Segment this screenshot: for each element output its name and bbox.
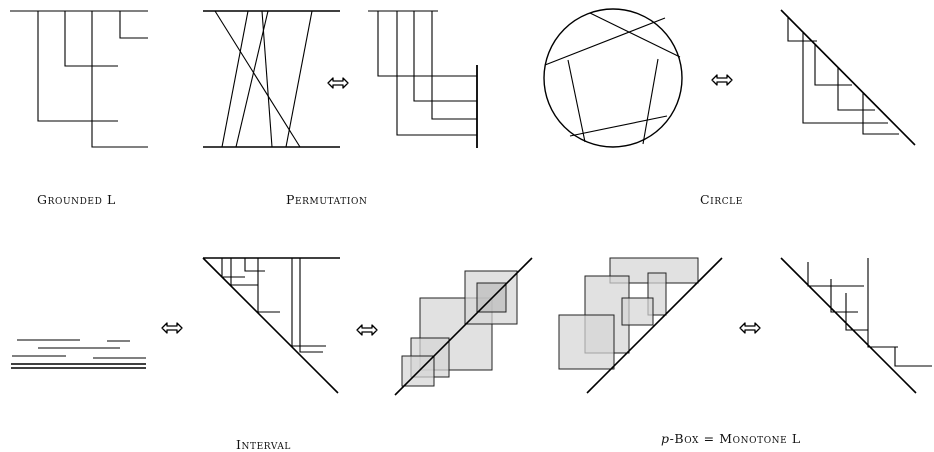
caption-circle: Circle <box>700 192 743 207</box>
equivalence-arrow-icon <box>161 322 183 334</box>
caption-pbox-monotone-l: p-Box = Monotone L <box>661 431 801 446</box>
caption-pbox-variable: p <box>661 431 670 446</box>
caption-interval-text: Interval <box>236 437 292 452</box>
permutation-figure <box>203 10 340 148</box>
interval-box-figure <box>394 257 533 396</box>
pbox-figure <box>558 257 723 394</box>
caption-grounded-l: Grounded L <box>37 192 116 207</box>
caption-interval: Interval <box>236 437 291 452</box>
equivalence-arrow-icon <box>739 322 761 334</box>
equivalence-arrow-icon <box>327 77 349 89</box>
caption-grounded-l-text: Grounded L <box>37 192 116 207</box>
monotone-l-figure <box>780 257 932 394</box>
caption-permutation-text: Permutation <box>286 192 368 207</box>
caption-circle-text: Circle <box>700 192 743 207</box>
circle-l-figure <box>780 9 916 146</box>
equivalence-arrow-icon <box>356 324 378 336</box>
equivalence-arrow-icon <box>711 74 733 86</box>
permutation-l-figure <box>368 10 478 148</box>
interval-figure <box>11 339 146 369</box>
caption-permutation: Permutation <box>286 192 368 207</box>
interval-l-figure <box>202 257 340 394</box>
circle-figure <box>543 8 683 148</box>
caption-pbox-text: -Box = Monotone L <box>669 431 801 446</box>
grounded-l-figure <box>10 10 148 148</box>
